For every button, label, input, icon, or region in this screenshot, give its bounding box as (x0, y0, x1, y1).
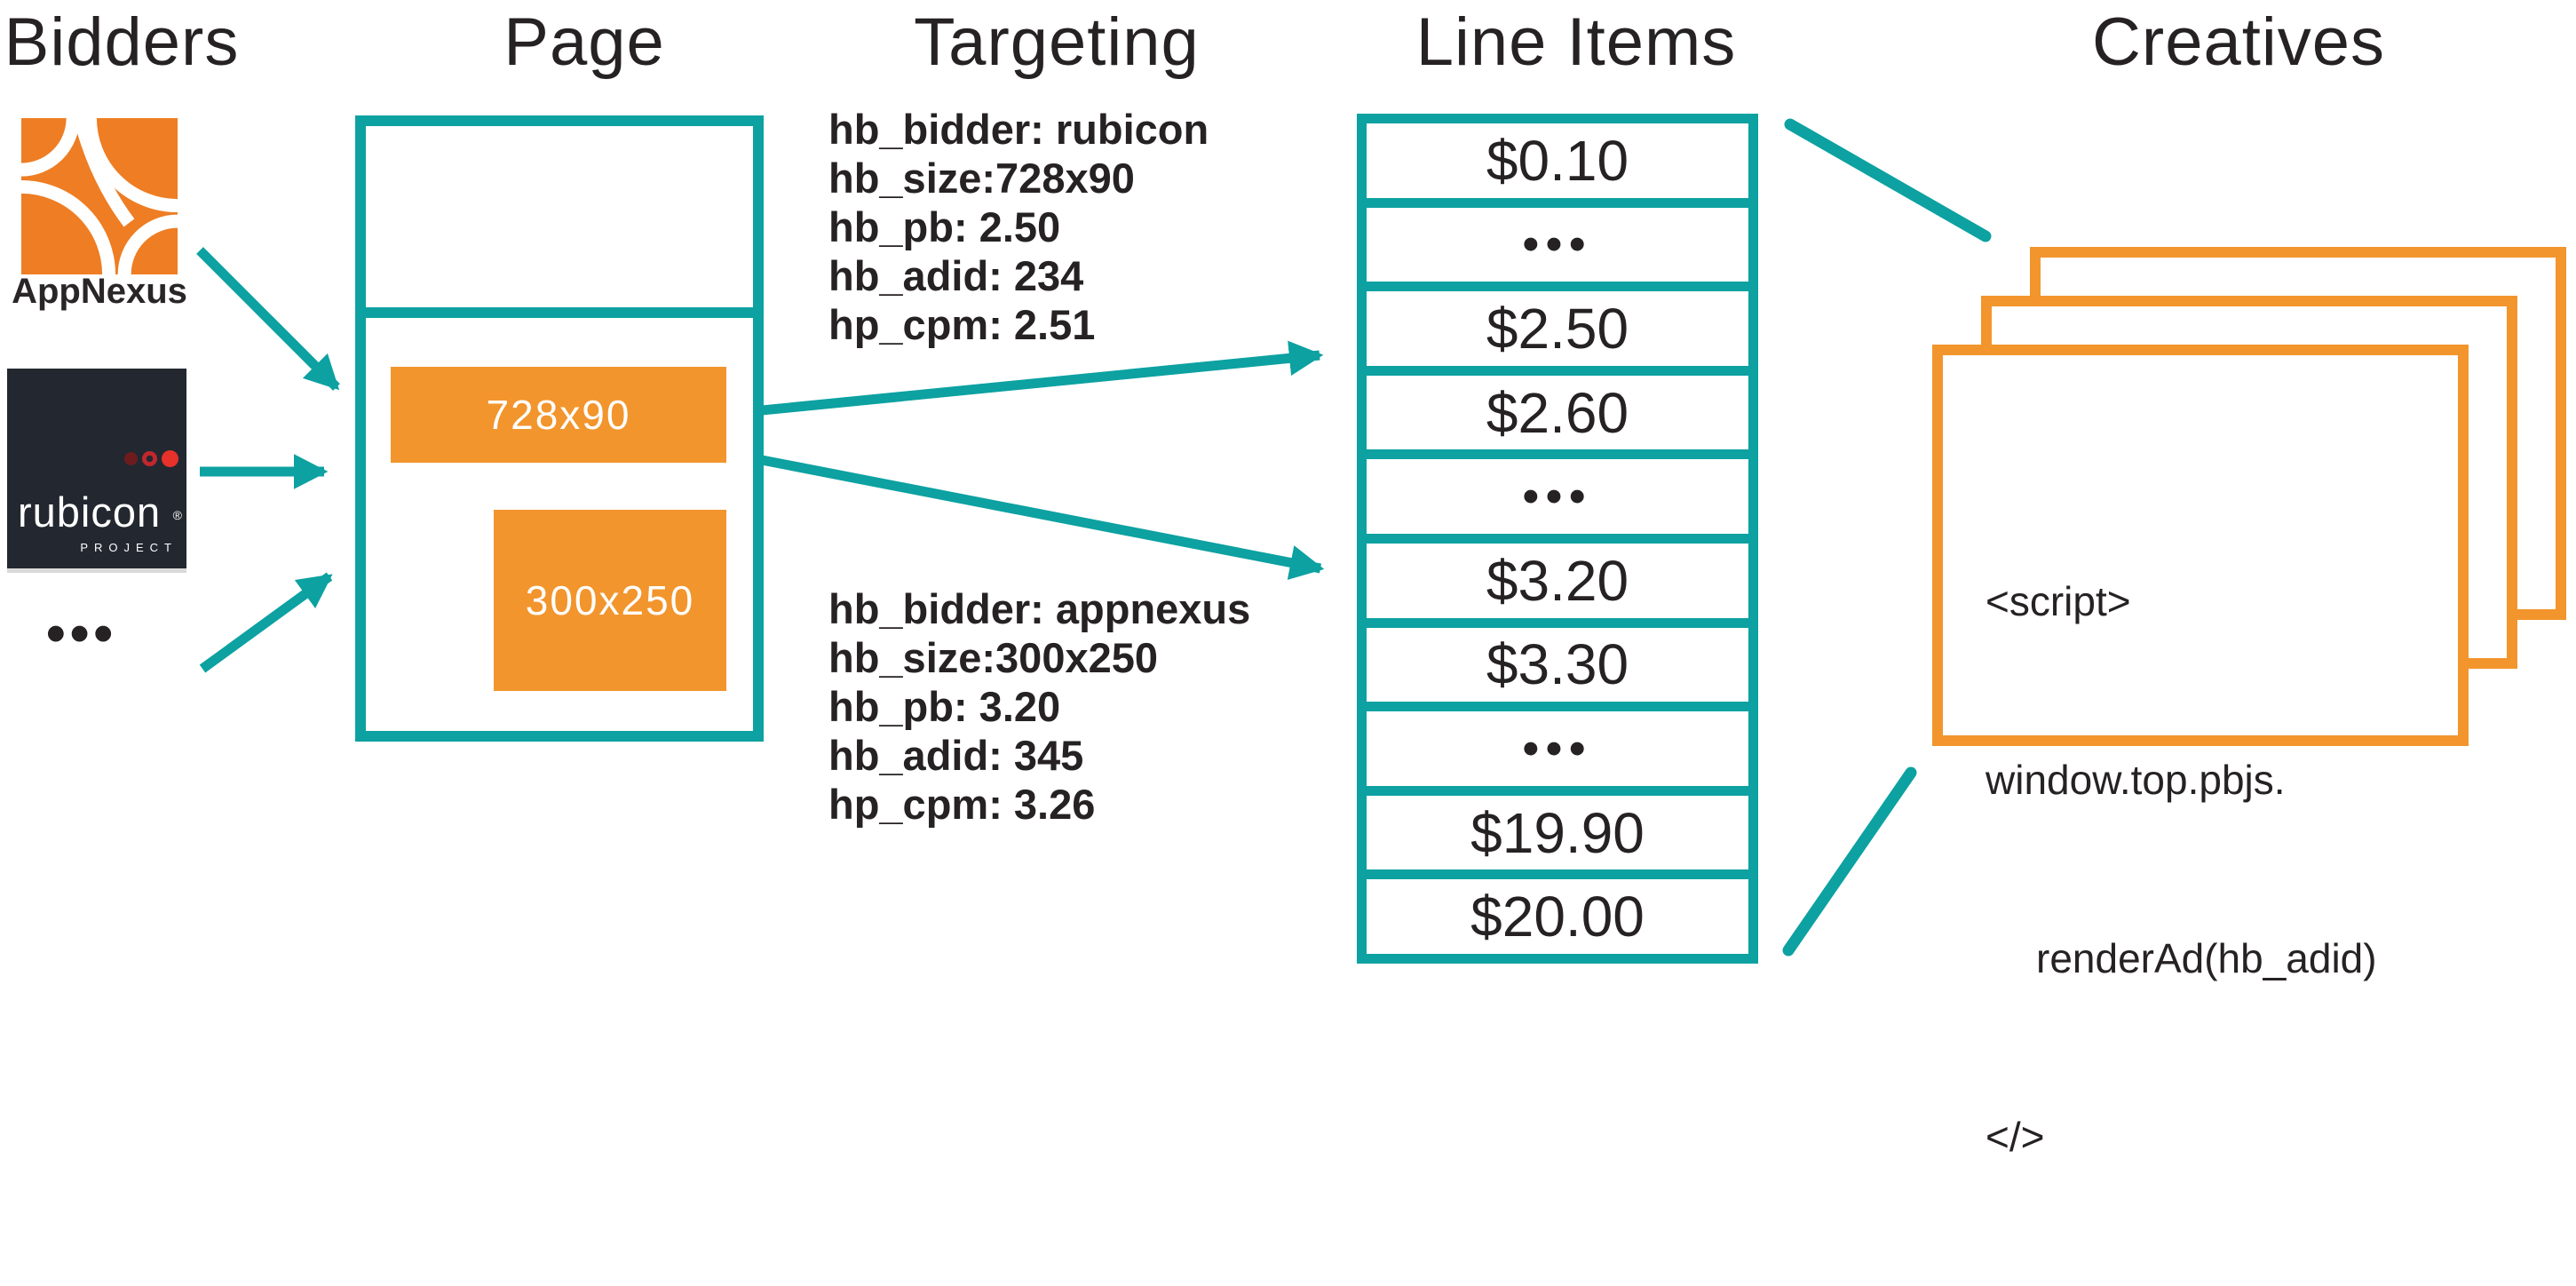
creative-card-front: <script> window.top.pbjs. renderAd(hb_ad… (1932, 345, 2469, 1160)
line-item-row: $0.10 (1367, 123, 1748, 208)
code-line: <script> (1986, 578, 2131, 624)
code-line: </> (1986, 1114, 2045, 1160)
targeting-line: hp_cpm: 2.51 (828, 301, 1096, 348)
line-item-row: $3.30 (1367, 628, 1748, 712)
page-box: 728x90 300x250 (355, 115, 764, 742)
appnexus-label: AppNexus (12, 272, 187, 311)
column-header-line-items: Line Items (1415, 4, 1737, 80)
header-bidding-diagram: Bidders Page Targeting Line Items Creati… (4, 4, 2566, 1160)
line-item-row-ellipsis: ••• (1367, 208, 1748, 292)
page-divider (355, 307, 764, 318)
targeting-block-rubicon: hb_bidder: rubicon hb_size:728x90 hb_pb:… (828, 105, 1209, 349)
column-header-page: Page (503, 4, 665, 80)
rubicon-registered-mark: ® (172, 508, 182, 522)
targeting-line: hb_pb: 2.50 (828, 203, 1061, 250)
column-header-targeting: Targeting (914, 4, 1200, 80)
line-items-table: $0.10 ••• $2.50 $2.60 ••• $3.20 $3.30 ••… (1357, 114, 1758, 964)
targeting-line: hb_bidder: appnexus (828, 585, 1251, 632)
arrow-more-bidders-to-page (199, 572, 333, 673)
targeting-line: hb_bidder: rubicon (828, 106, 1209, 153)
rubicon-project-logo: rubicon ® PROJECT (7, 369, 186, 573)
targeting-line: hb_size:300x250 (828, 634, 1159, 681)
ad-slot-300x250-label: 300x250 (525, 577, 695, 623)
line-item-row: $19.90 (1367, 796, 1748, 880)
arrow-appnexus-to-page (196, 247, 340, 391)
code-line: window.top.pbjs. (1986, 757, 2286, 803)
targeting-line: hb_adid: 345 (828, 732, 1084, 779)
targeting-line: hb_size:728x90 (828, 155, 1135, 202)
connector-line-items-to-creatives-top (1784, 118, 1992, 242)
connector-line-items-to-creatives-bottom (1782, 766, 1917, 957)
arrow-page-to-line-item-320 (760, 455, 1325, 580)
column-header-bidders: Bidders (4, 4, 240, 80)
rubicon-project-label: PROJECT (80, 541, 178, 554)
appnexus-logo-icon (21, 118, 178, 274)
line-item-row-ellipsis: ••• (1367, 711, 1748, 796)
code-line: renderAd(hb_adid) (2036, 935, 2377, 981)
targeting-line: hb_adid: 234 (828, 252, 1084, 299)
targeting-block-appnexus: hb_bidder: appnexus hb_size:300x250 hb_p… (828, 584, 1250, 829)
ad-slot-728x90: 728x90 (391, 367, 726, 463)
arrow-page-to-line-item-250 (761, 340, 1324, 416)
rubicon-label: rubicon (18, 488, 162, 536)
line-item-row: $3.20 (1367, 544, 1748, 628)
column-header-creatives: Creatives (2092, 4, 2385, 80)
ad-slot-728x90-label: 728x90 (486, 392, 631, 438)
line-item-row-ellipsis: ••• (1367, 459, 1748, 544)
line-item-row: $2.50 (1367, 291, 1748, 376)
targeting-line: hp_cpm: 3.26 (828, 781, 1096, 828)
targeting-line: hb_pb: 3.20 (828, 683, 1061, 730)
creative-code-snippet: <script> window.top.pbjs. renderAd(hb_ad… (1986, 453, 2377, 1286)
rubicon-logo-dots-icon (124, 450, 178, 467)
ad-slot-300x250: 300x250 (494, 510, 726, 691)
more-bidders-ellipsis: ••• (46, 603, 118, 664)
line-item-row: $2.60 (1367, 376, 1748, 460)
line-item-row: $20.00 (1470, 885, 1645, 949)
